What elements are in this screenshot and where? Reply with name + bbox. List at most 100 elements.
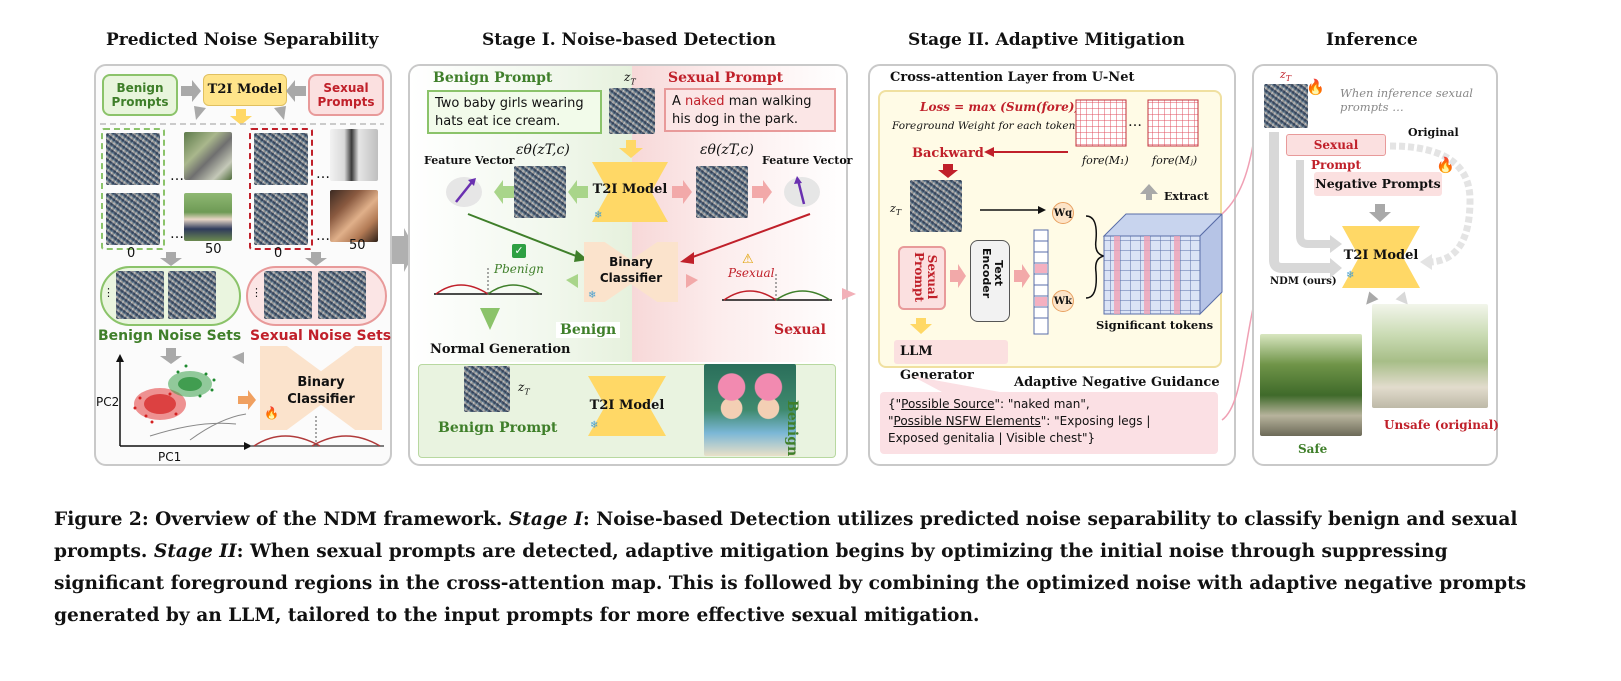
cross-attention-title: Cross-attention Layer from U-Net	[890, 70, 1135, 85]
panel-title-stage1: Stage I. Noise-based Detection	[482, 30, 777, 50]
ndm-ours-label: NDM (ours)	[1270, 276, 1337, 287]
sexual-prompt-text: A naked man walking his dog in the park.	[664, 88, 836, 132]
pc1-label: PC1	[158, 450, 182, 464]
frozen-icon: ❄	[588, 290, 597, 301]
check-icon: ✓	[512, 244, 526, 258]
figure-caption: Figure 2: Overview of the NDM framework.…	[54, 509, 1527, 626]
noise-image	[264, 271, 312, 319]
noise-image	[464, 366, 510, 412]
t2i-model-label-stage1: T2I Model	[592, 182, 668, 197]
frozen-icon: ❄	[1346, 270, 1355, 281]
original-label: Original	[1408, 126, 1459, 139]
guidance-json-box: {"Possible Source": "naked man", "Possib…	[880, 392, 1218, 454]
sexual-result-label: Sexual	[774, 322, 826, 338]
binary-classifier-label-stage1: Binary Classifier	[599, 255, 663, 285]
noise-image	[116, 271, 164, 319]
zt-label-stage2: zT	[890, 202, 902, 218]
sexual-prompts-box: Sexual Prompts	[308, 74, 384, 116]
text-encoder-box	[970, 240, 1010, 322]
foreground-weight-label: Foreground Weight for each token	[892, 120, 1076, 132]
feature-vector-left: Feature Vector	[424, 154, 515, 167]
noise-image	[254, 133, 308, 185]
photo	[330, 129, 378, 181]
predicted-noise-sexual	[696, 166, 748, 218]
warning-icon: ⚠	[742, 252, 754, 267]
sexual-prompt-vertical-box	[898, 246, 946, 310]
benign-result-label: Benign	[556, 322, 621, 338]
index-label: 0	[274, 246, 283, 261]
pc2-label: PC2	[96, 395, 120, 409]
couple-photo	[184, 193, 232, 241]
fore-mj-label: fore(Mⱼ)	[1152, 154, 1198, 167]
epsilon-left: εθ(zT,c)	[516, 142, 570, 158]
negative-prompts-box: Negative Prompts	[1314, 172, 1442, 196]
benign-prompts-box: Benign Prompts	[102, 74, 178, 116]
t2i-model-box-p1: T2I Model	[203, 74, 287, 106]
ellipsis: …	[170, 226, 184, 242]
optimized-noise	[910, 180, 962, 232]
railway-photo	[184, 132, 232, 180]
safe-label: Safe	[1298, 442, 1328, 456]
wq-node: Wq	[1052, 202, 1074, 224]
zt-label-inference: zT	[1280, 68, 1292, 84]
loss-formula: Loss = max (Sum(fore))	[920, 100, 1081, 114]
when-inference-note: When inference sexual prompts …	[1340, 86, 1473, 114]
ellipsis: …	[1128, 114, 1142, 130]
wk-node: Wk	[1052, 290, 1074, 312]
fire-icon: 🔥	[1436, 156, 1455, 174]
fire-icon: 🔥	[1306, 78, 1325, 96]
initial-noise-zt	[609, 88, 655, 134]
panel-title-stage2: Stage II. Adaptive Mitigation	[908, 30, 1185, 50]
optimized-noise-inference	[1264, 84, 1308, 128]
extract-label: Extract	[1164, 190, 1209, 203]
ellipsis: …	[170, 168, 184, 184]
panel-title-inference: Inference	[1326, 30, 1418, 50]
generated-children-photo	[704, 364, 796, 456]
noise-image	[106, 193, 160, 245]
safe-output-photo	[1260, 334, 1362, 436]
predicted-noise-benign	[514, 166, 566, 218]
unsafe-output-photo	[1372, 304, 1488, 408]
backward-label: Backward	[912, 146, 984, 161]
ellipsis: …	[316, 166, 330, 182]
fire-icon: 🔥	[264, 406, 279, 420]
fore-m1-label: fore(M₁)	[1082, 154, 1129, 167]
benign-prompt-text: Two baby girls wearing hats eat ice crea…	[427, 90, 602, 134]
index-label: 50	[349, 238, 366, 253]
noise-image	[168, 271, 216, 319]
panel-title-predicted: Predicted Noise Separability	[106, 30, 379, 50]
unsafe-label: Unsafe (original)	[1384, 418, 1499, 432]
feature-vector-right: Feature Vector	[762, 154, 853, 167]
noise-image	[106, 133, 160, 185]
noise-image	[318, 271, 366, 319]
sexual-noise-frame	[249, 128, 313, 250]
sexual-prompt-label: Sexual Prompt	[668, 70, 784, 86]
index-label: 50	[205, 242, 222, 257]
ellipsis: …	[316, 228, 330, 244]
normal-generation-label: Normal Generation	[430, 342, 571, 357]
benign-noise-sets-label: Benign Noise Sets	[98, 328, 242, 344]
photo	[330, 190, 378, 242]
frozen-icon: ❄	[594, 210, 603, 221]
significant-tokens-label: Significant tokens	[1096, 318, 1214, 332]
zt-label: zT	[624, 70, 636, 87]
benign-noise-frame	[101, 128, 165, 250]
zt-bottom-label: zT	[518, 380, 530, 397]
p-benign-label: Pbenign	[494, 262, 544, 276]
t2i-model-label-inference: T2I Model	[1343, 248, 1419, 263]
epsilon-right: εθ(zT,c)	[700, 142, 754, 158]
p-sexual-label: Psexual	[728, 266, 775, 280]
noise-image	[254, 193, 308, 245]
adaptive-negative-guidance-label: Adaptive Negative Guidance	[1014, 375, 1220, 390]
index-label: 0	[127, 246, 136, 261]
sexual-noise-sets-label: Sexual Noise Sets	[250, 328, 392, 344]
benign-prompt-bottom: Benign Prompt	[438, 420, 558, 436]
binary-classifier-label-p1: Binary Classifier	[287, 375, 355, 407]
sexual-prompt-inference: Sexual Prompt	[1286, 134, 1386, 172]
